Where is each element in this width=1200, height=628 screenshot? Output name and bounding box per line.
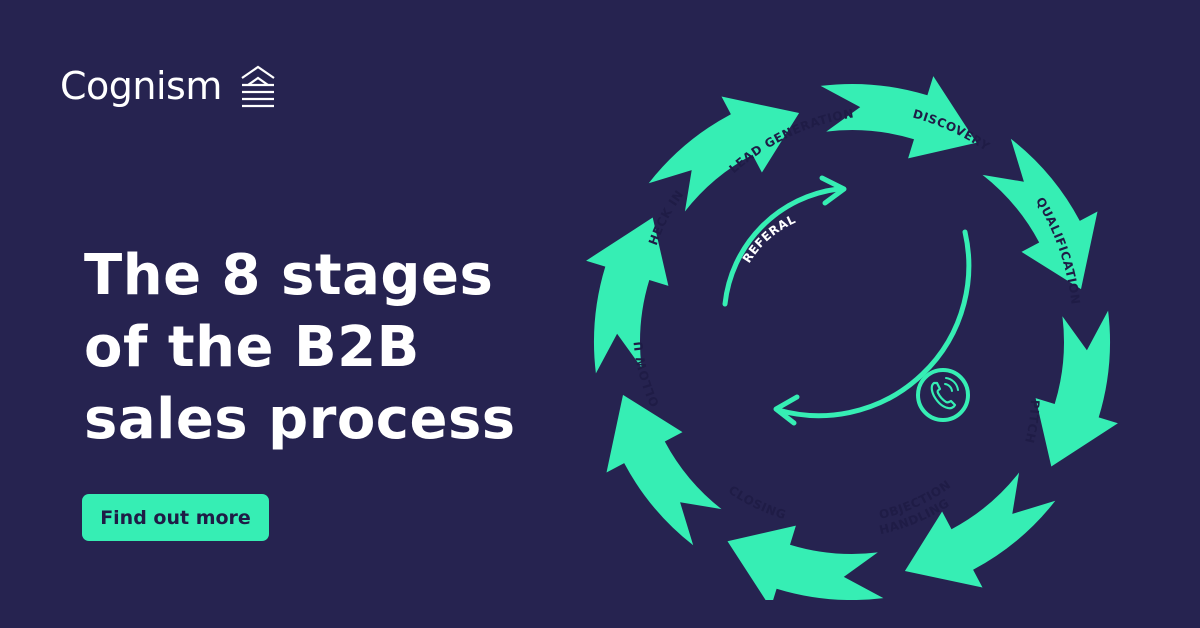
stage-arrow-discovery <box>648 96 800 212</box>
stage-ring <box>586 76 1118 600</box>
headline-line-2: of the B2B <box>84 315 420 380</box>
referral-arrowhead-lower <box>773 394 800 426</box>
stage-arrow-lead-generation <box>586 217 669 374</box>
stage-arrow-follow-up <box>727 525 884 600</box>
stage-arrow-qualification <box>820 76 977 159</box>
stage-arrow-objection-handling <box>1035 310 1118 467</box>
stage-arrow-check-in <box>606 394 722 546</box>
stage-label-pitch: PITCH <box>1022 399 1042 445</box>
sales-cycle-diagram: REFERAL LEAD GENERATION DISCOVERY QUALIF… <box>560 40 1118 600</box>
referral-arc-lower <box>775 229 972 419</box>
brand-name: Cognism <box>60 64 222 108</box>
headline: The 8 stages of the B2B sales process <box>84 240 604 456</box>
phone-icon <box>916 368 970 422</box>
referral-loop: REFERAL <box>722 175 972 426</box>
referral-arc-upper <box>722 186 841 307</box>
stage-label-check-in: CHECK IN <box>560 40 686 247</box>
find-out-more-button[interactable]: Find out more <box>82 494 269 541</box>
headline-line-3: sales process <box>84 387 516 452</box>
referral-arrowhead-upper <box>819 175 847 206</box>
stage-label-closing: CLOSING <box>726 483 788 522</box>
stage-arrow-pitch <box>982 138 1098 290</box>
headline-line-1: The 8 stages <box>84 243 494 308</box>
stacked-chevrons-icon <box>241 65 275 108</box>
stage-arrow-closing <box>904 472 1056 588</box>
brand-logo[interactable]: Cognism <box>60 58 278 114</box>
